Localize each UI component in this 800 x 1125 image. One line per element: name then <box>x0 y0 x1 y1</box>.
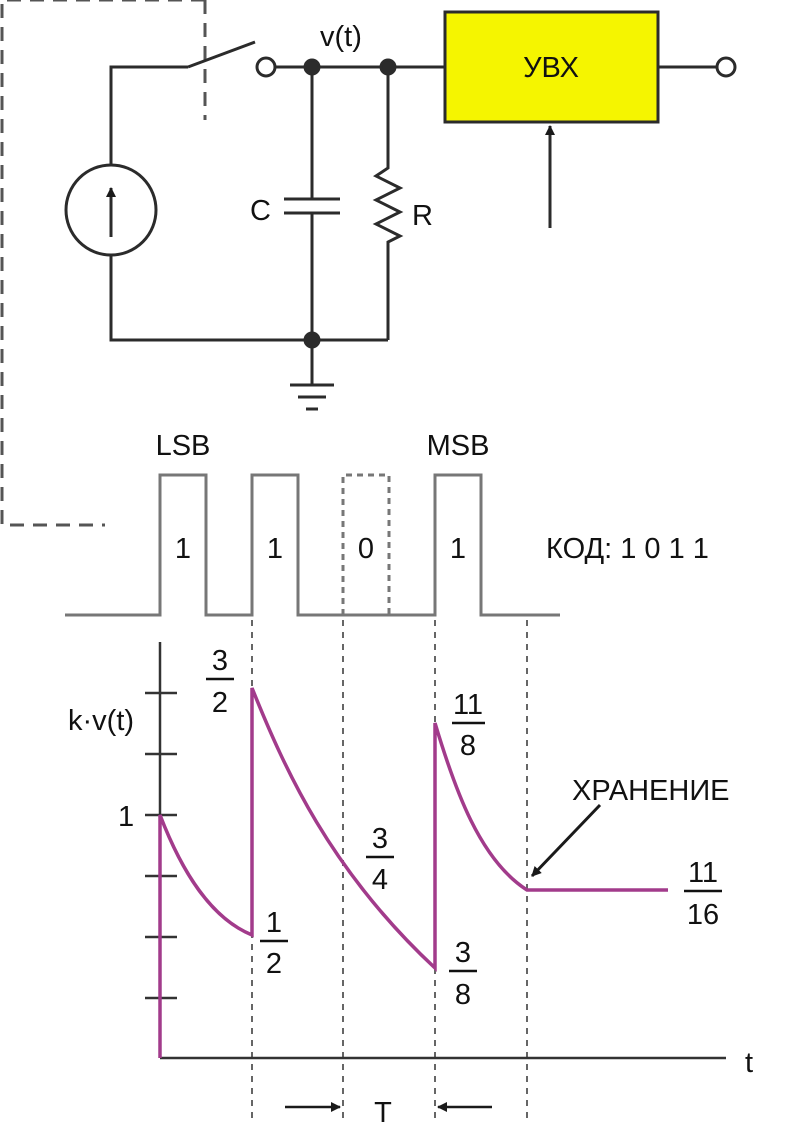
fraction-numerator: 1 <box>266 907 282 939</box>
fraction-numerator: 3 <box>455 937 471 969</box>
x-axis-label: t <box>745 1047 753 1079</box>
switch-blade <box>187 40 256 69</box>
source-wires <box>109 65 388 342</box>
period-label: T <box>374 1097 392 1125</box>
sample-hold-label: УВХ <box>523 52 579 84</box>
node-voltage-label: v(t) <box>320 21 362 53</box>
fraction-denominator: 16 <box>687 899 719 931</box>
fraction-numerator: 3 <box>372 823 388 855</box>
fraction-3-2: 3 2 <box>206 645 234 719</box>
capacitor <box>284 67 340 340</box>
fraction-denominator: 2 <box>212 687 228 719</box>
pulse-waveform <box>65 473 560 617</box>
fraction-denominator: 2 <box>266 948 282 980</box>
bit-label: 1 <box>450 533 466 565</box>
fraction-numerator: 11 <box>688 857 718 889</box>
bit-label: 0 <box>358 533 374 565</box>
fraction-3-4: 3 4 <box>366 823 394 896</box>
pulse-train <box>65 473 560 617</box>
hold-label: ХРАНЕНИЕ <box>572 775 730 807</box>
lsb-label: LSB <box>156 430 211 462</box>
fraction-11-16: 11 16 <box>684 857 722 931</box>
fraction-3-8: 3 8 <box>449 937 477 1011</box>
resistor-label: R <box>412 200 433 232</box>
bit-label: 1 <box>175 533 191 565</box>
fraction-11-8: 11 8 <box>452 689 485 762</box>
fraction-denominator: 4 <box>372 864 388 896</box>
hold-arrow <box>530 803 602 878</box>
code-label: КОД: 1 0 1 1 <box>546 533 709 565</box>
pulse-zero-outline <box>341 473 391 615</box>
fraction-numerator: 11 <box>453 689 483 721</box>
circuit <box>0 0 737 527</box>
sample-hold-block <box>443 10 660 124</box>
voltage-curve <box>158 687 668 1058</box>
fraction-1-2: 1 2 <box>260 907 288 980</box>
fraction-denominator: 8 <box>455 979 471 1011</box>
ground-symbol <box>290 340 334 411</box>
switch-contact <box>255 56 277 78</box>
fraction-numerator: 3 <box>212 645 228 677</box>
fraction-denominator: 8 <box>460 730 476 762</box>
capacitor-label: C <box>250 195 271 227</box>
bit-label: 1 <box>267 533 283 565</box>
resistor <box>372 67 404 340</box>
output-terminal <box>715 56 737 78</box>
time-guides <box>251 620 528 1120</box>
y-axis-label: k·v(t) <box>68 705 134 737</box>
tick-one-label: 1 <box>118 801 134 833</box>
graph <box>145 620 726 1120</box>
msb-label: MSB <box>427 430 490 462</box>
